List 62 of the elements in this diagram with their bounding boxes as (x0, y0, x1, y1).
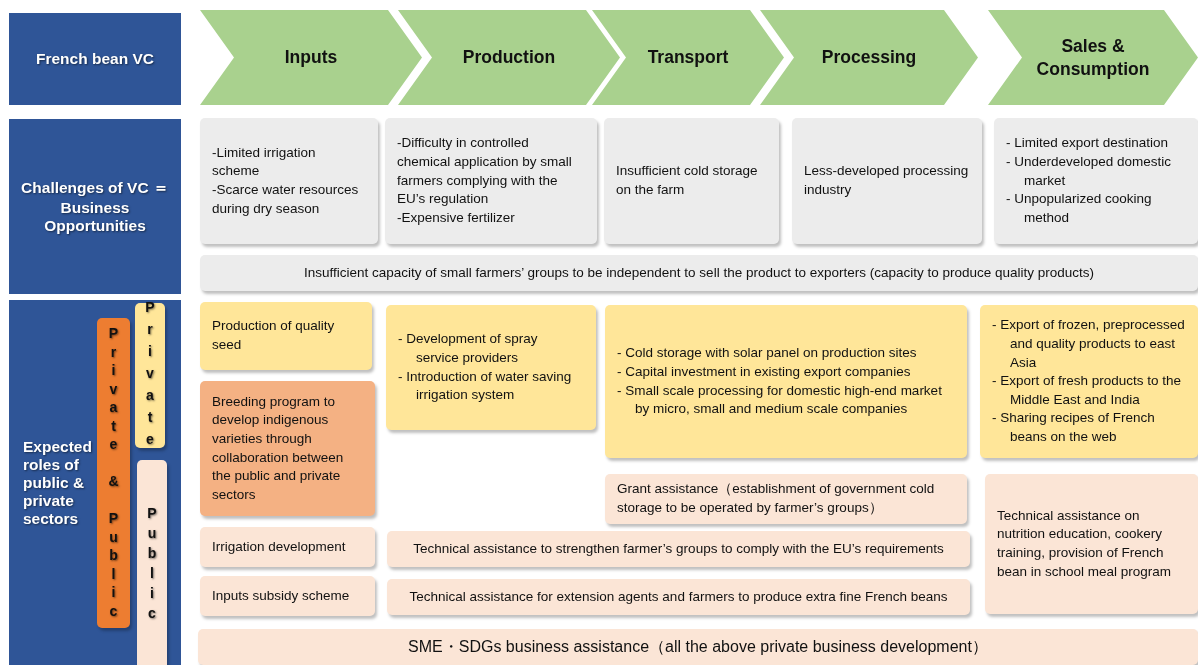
role-card (200, 302, 372, 370)
bullet-item: - Underdeveloped domestic market (1006, 153, 1173, 190)
card-text: -Scarce water resources during dry season (212, 181, 360, 218)
stage-label: Processing (820, 46, 918, 69)
card-text: Breeding program to develop indigenous varieties through collaboration between the public and private sectors (212, 392, 345, 504)
card-text: -Limited irrigation scheme (212, 143, 317, 181)
role-card (605, 305, 967, 458)
row-title: French bean VC (36, 50, 154, 68)
row-title: Challenges of VC ＝Business Opportunities (20, 178, 170, 235)
role-card (386, 305, 596, 430)
card-text: Less-developed processing industry (804, 162, 970, 199)
card-text: Technical assistance on nutrition education, cookery training, provision of French bean in school meal program (997, 506, 1173, 581)
sector-label: Public (145, 505, 159, 625)
role-card (605, 474, 967, 524)
card-text: -Difficulty in controlled chemical application by small farmers complying with the EU’s regulation (397, 134, 573, 209)
challenge-card (604, 118, 779, 244)
stage-label: Inputs (283, 46, 339, 69)
card-text: Inputs subsidy scheme (212, 586, 351, 605)
role-card (980, 305, 1198, 458)
card-text: Technical assistance for extension agents and farmers to produce extra fine French beans (409, 587, 948, 606)
stage-label: Transport (646, 46, 730, 69)
bullet-item: - Cold storage with solar panel on production sites (617, 344, 918, 363)
card-text: Production of quality seed (212, 317, 336, 354)
role-card (198, 629, 1198, 665)
card-text: Grant assistance（establishment of government cold storage to be operated by farmer’s groups） (617, 480, 936, 517)
role-card (387, 579, 970, 615)
challenge-card (994, 118, 1198, 244)
row-header-panel (9, 119, 181, 294)
row-header-panel (9, 13, 181, 105)
bullet-item: - Development of spray service providers (398, 330, 539, 367)
challenge-card (200, 118, 378, 244)
bullet-item: - Introduction of water saving irrigation system (398, 367, 573, 405)
sector-label: Private & Public (106, 325, 121, 621)
role-card (387, 531, 970, 567)
sector-band (97, 318, 130, 628)
card-text: Irrigation development (212, 537, 347, 556)
challenge-card (792, 118, 982, 244)
card-text: -Expensive fertilizer (397, 208, 516, 227)
sector-band (135, 303, 165, 448)
bullet-item: - Export of frozen, preprocessed and quality products to east Asia (992, 316, 1186, 372)
bullet-item: - Sharing recipes of French beans on the web (992, 409, 1156, 447)
bullet-item: - Limited export destination (1006, 134, 1170, 153)
role-card (200, 576, 375, 616)
role-card (200, 381, 375, 516)
bullet-item: - Small scale processing for domestic high-end market by micro, small and medium scale companies (617, 381, 943, 419)
row-title: Expected roles of public & private sectors (23, 437, 92, 528)
card-text: Insufficient capacity of small farmers’ groups to be independent to sell the product to exporters (capacity to produce quality products) (303, 263, 1095, 282)
bullet-item: - Export of fresh products to the Middle East and India (992, 372, 1183, 409)
card-text: SME・SDGs business assistance（all the above private business development） (408, 636, 988, 657)
row-header-panel (9, 300, 181, 665)
bullet-item: - Unpopularized cooking method (1006, 190, 1153, 227)
stage-label: Production (461, 46, 557, 69)
challenge-card (200, 255, 1198, 291)
sector-band (137, 460, 167, 665)
card-text: Technical assistance to strengthen farmer’s groups to comply with the EU’s requirements (413, 539, 944, 558)
bullet-item: - Capital investment in existing export companies (617, 362, 912, 381)
sector-label: Private (143, 298, 157, 453)
role-card (200, 527, 375, 567)
stage-label: Sales & Consumption (1035, 34, 1151, 81)
challenge-card (385, 118, 597, 244)
card-text: Insufficient cold storage on the farm (616, 162, 759, 199)
role-card (985, 474, 1198, 614)
